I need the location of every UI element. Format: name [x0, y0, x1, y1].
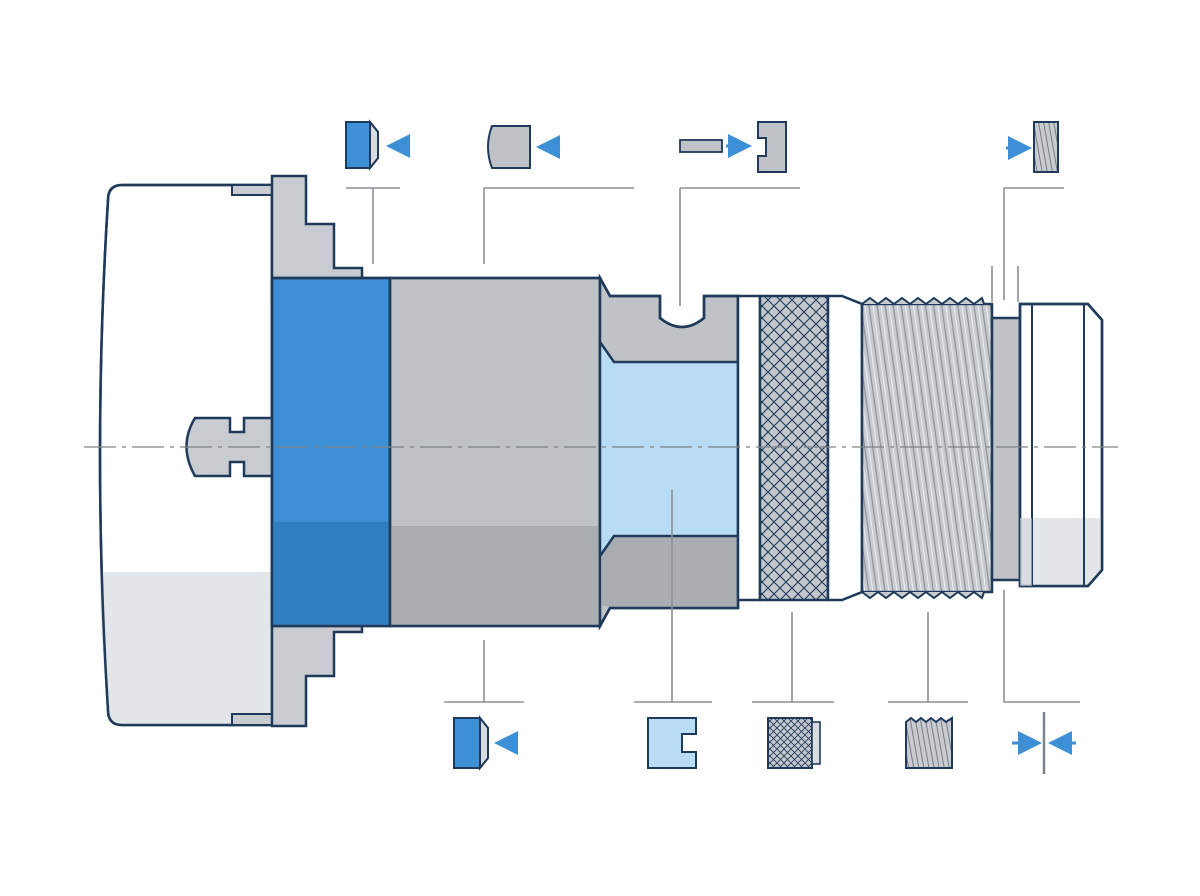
- knurling-icon: [767, 717, 821, 769]
- boring-icon: [647, 717, 697, 769]
- leader-lines: [346, 187, 1080, 703]
- parting-icon: [1012, 712, 1076, 774]
- facing-icon-bottom: [453, 715, 518, 771]
- grooving-icon: [679, 121, 787, 173]
- parting-groove: [990, 316, 1022, 582]
- workpiece: [270, 273, 1104, 631]
- threading-icon: [1006, 121, 1059, 173]
- facing-icon: [345, 119, 410, 171]
- thread-profile-icon: [905, 716, 953, 769]
- knurled-section: [758, 294, 830, 602]
- collar-left: [736, 294, 762, 602]
- turning-icon: [487, 125, 560, 169]
- chuck-lug-bottom: [231, 713, 273, 726]
- threaded-section: [860, 302, 994, 594]
- chuck-body-shade: [100, 572, 272, 725]
- collar-right: [826, 294, 864, 602]
- bored-hole: [598, 338, 740, 560]
- chuck-lug-top: [231, 184, 273, 196]
